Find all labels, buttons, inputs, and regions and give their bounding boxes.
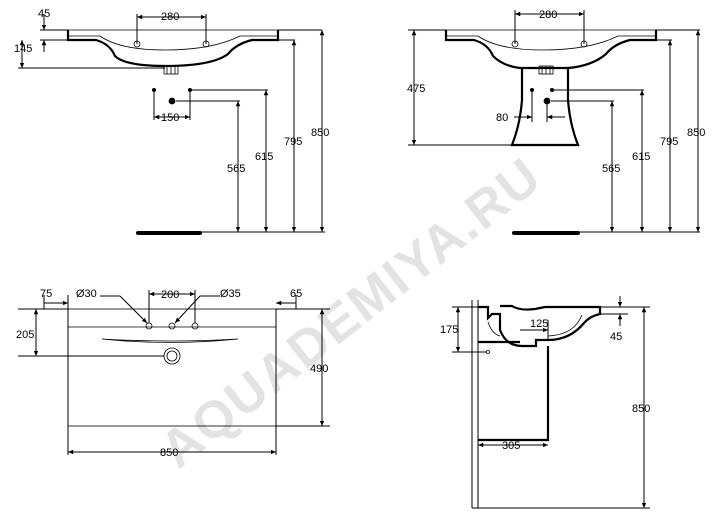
dim-205: 205	[16, 329, 34, 341]
dim-490: 490	[310, 363, 328, 375]
dim-75: 75	[40, 288, 52, 300]
dim-center-hole-diameter: Ø35	[220, 288, 241, 300]
side-view: 175 125 45 850 305	[440, 296, 650, 509]
dim-175: 175	[440, 324, 458, 336]
pedestal-section	[478, 340, 550, 442]
basin-rim-inner	[68, 35, 278, 51]
bowl-edge	[101, 338, 239, 343]
dim-tap-spacing: 280	[161, 11, 179, 23]
dim-850: 850	[311, 127, 329, 139]
dim-795: 795	[284, 136, 302, 148]
dim-305: 305	[502, 440, 520, 452]
dim-80: 80	[496, 112, 508, 124]
basin-outline	[66, 30, 280, 68]
tap-hole-right	[191, 322, 199, 330]
front-view-pedestal: 280 475 80 565 615 795 850	[407, 9, 705, 235]
dim-145: 145	[14, 43, 32, 55]
dim-475: 475	[407, 83, 425, 95]
dim-795: 795	[660, 136, 678, 148]
dim-65: 65	[290, 288, 302, 300]
dim-850: 850	[687, 127, 705, 139]
tap-hole-left	[145, 322, 153, 330]
dim-125: 125	[530, 318, 548, 330]
front-view-wall-hung: 280 45 145 150 565 615 795 850	[14, 8, 329, 235]
dim-width-850: 850	[160, 447, 178, 459]
top-view: 75 Ø30 200 Ø35 65 205 490 850	[16, 288, 330, 459]
dim-615: 615	[632, 151, 650, 163]
dim-150: 150	[161, 112, 179, 124]
dim-615: 615	[255, 151, 273, 163]
dim-565: 565	[227, 163, 245, 175]
dim-tap-hole-diameter: Ø30	[76, 288, 97, 300]
drain	[163, 347, 181, 365]
dim-45: 45	[610, 331, 622, 343]
dim-tap-spacing: 280	[539, 9, 557, 21]
basin-section	[478, 304, 602, 348]
dim-200: 200	[161, 289, 179, 301]
dim-565: 565	[602, 163, 620, 175]
pedestal	[510, 68, 580, 147]
dim-45: 45	[38, 8, 50, 20]
basin-outline	[444, 30, 658, 70]
dim-850: 850	[632, 403, 650, 415]
tap-hole-center	[168, 322, 176, 330]
